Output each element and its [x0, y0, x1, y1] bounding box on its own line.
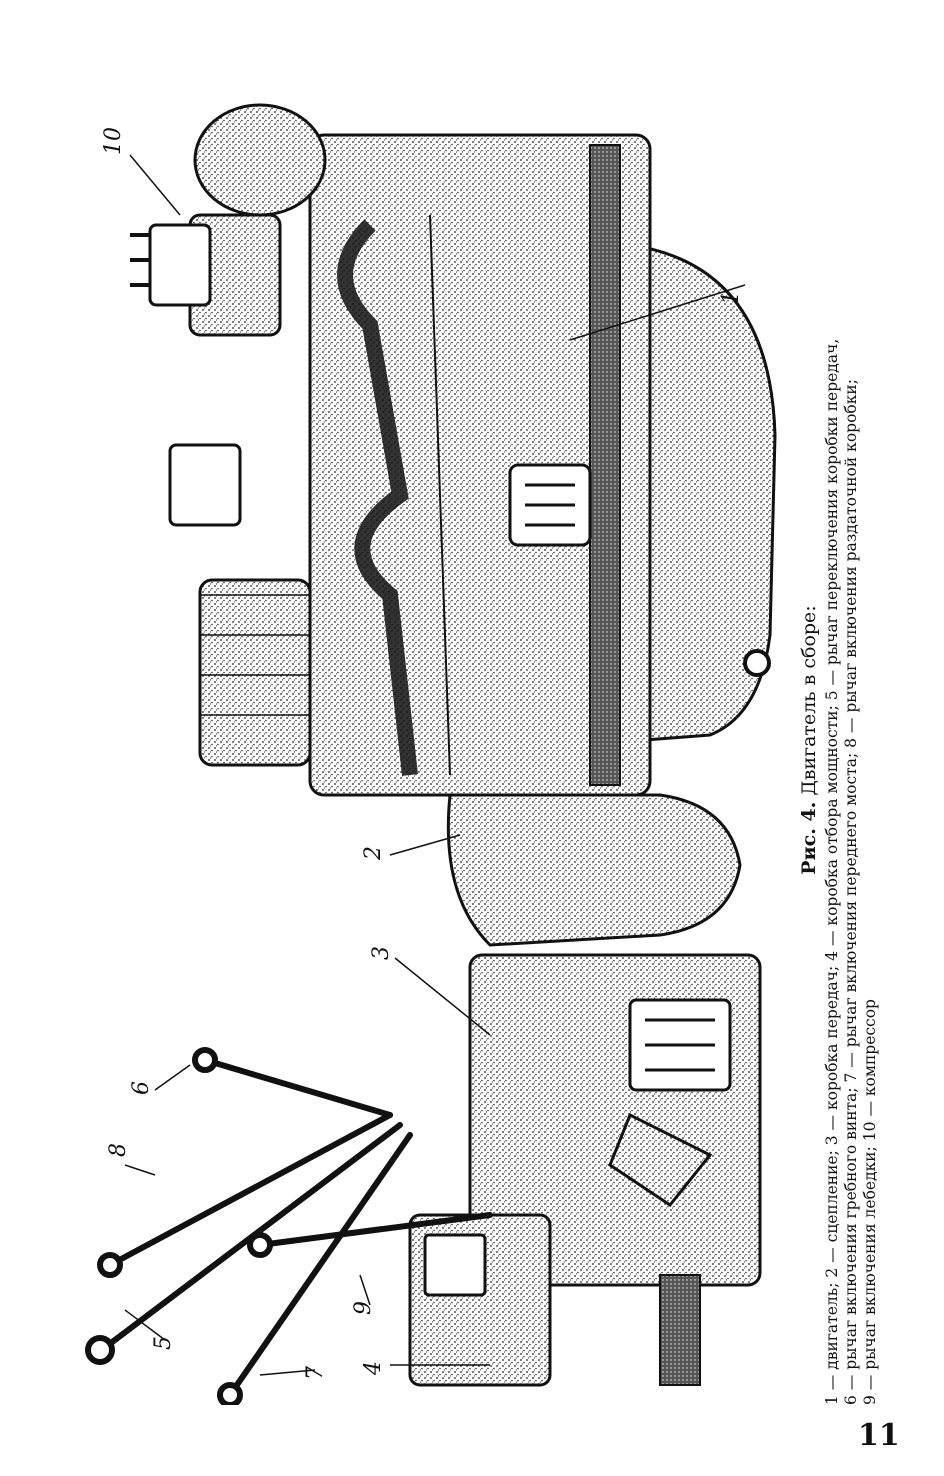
- compressor: [130, 103, 327, 337]
- caption-legend-line: 9 — рычаг включения лебедки; 10 — компре…: [861, 999, 879, 1405]
- callout-10: 10: [101, 127, 126, 155]
- callout-3: 3: [369, 946, 394, 960]
- caption-title: Рис. 4. Двигатель в сборе:: [798, 75, 820, 1405]
- caption-title-prefix: Рис. 4.: [798, 801, 820, 875]
- callout-7: 7: [303, 1366, 328, 1380]
- callout-5: 5: [151, 1336, 176, 1350]
- page-number: 11: [858, 1418, 900, 1453]
- callout-leaders: [124, 154, 746, 1376]
- callout-9: 9: [351, 1301, 376, 1315]
- clutch-housing: [446, 793, 742, 947]
- engine-assembly-illustration: 1 2 3 4 5 6 7 8 9 10: [70, 75, 790, 1405]
- caption-legend-line: 1 — двигатель; 2 — сцепление; 3 — коробк…: [823, 338, 841, 1405]
- air-filter: [168, 443, 312, 767]
- callout-1: 1: [719, 291, 744, 305]
- callout-8: 8: [106, 1143, 131, 1157]
- callout-2: 2: [361, 846, 386, 861]
- caption-legend-line: 6 — рычаг включения гребного винта; 7 — …: [842, 379, 860, 1405]
- caption-title-text: Двигатель в сборе:: [798, 605, 820, 796]
- gearbox: [468, 953, 762, 1287]
- callout-4: 4: [361, 1361, 386, 1376]
- oil-pan: [628, 243, 777, 742]
- control-levers: [85, 1047, 493, 1405]
- callout-6: 6: [129, 1081, 154, 1095]
- engine-block: [308, 133, 771, 797]
- power-take-off-box: [408, 1213, 701, 1387]
- figure-caption: Рис. 4. Двигатель в сборе: 1 — двигатель…: [790, 75, 890, 1405]
